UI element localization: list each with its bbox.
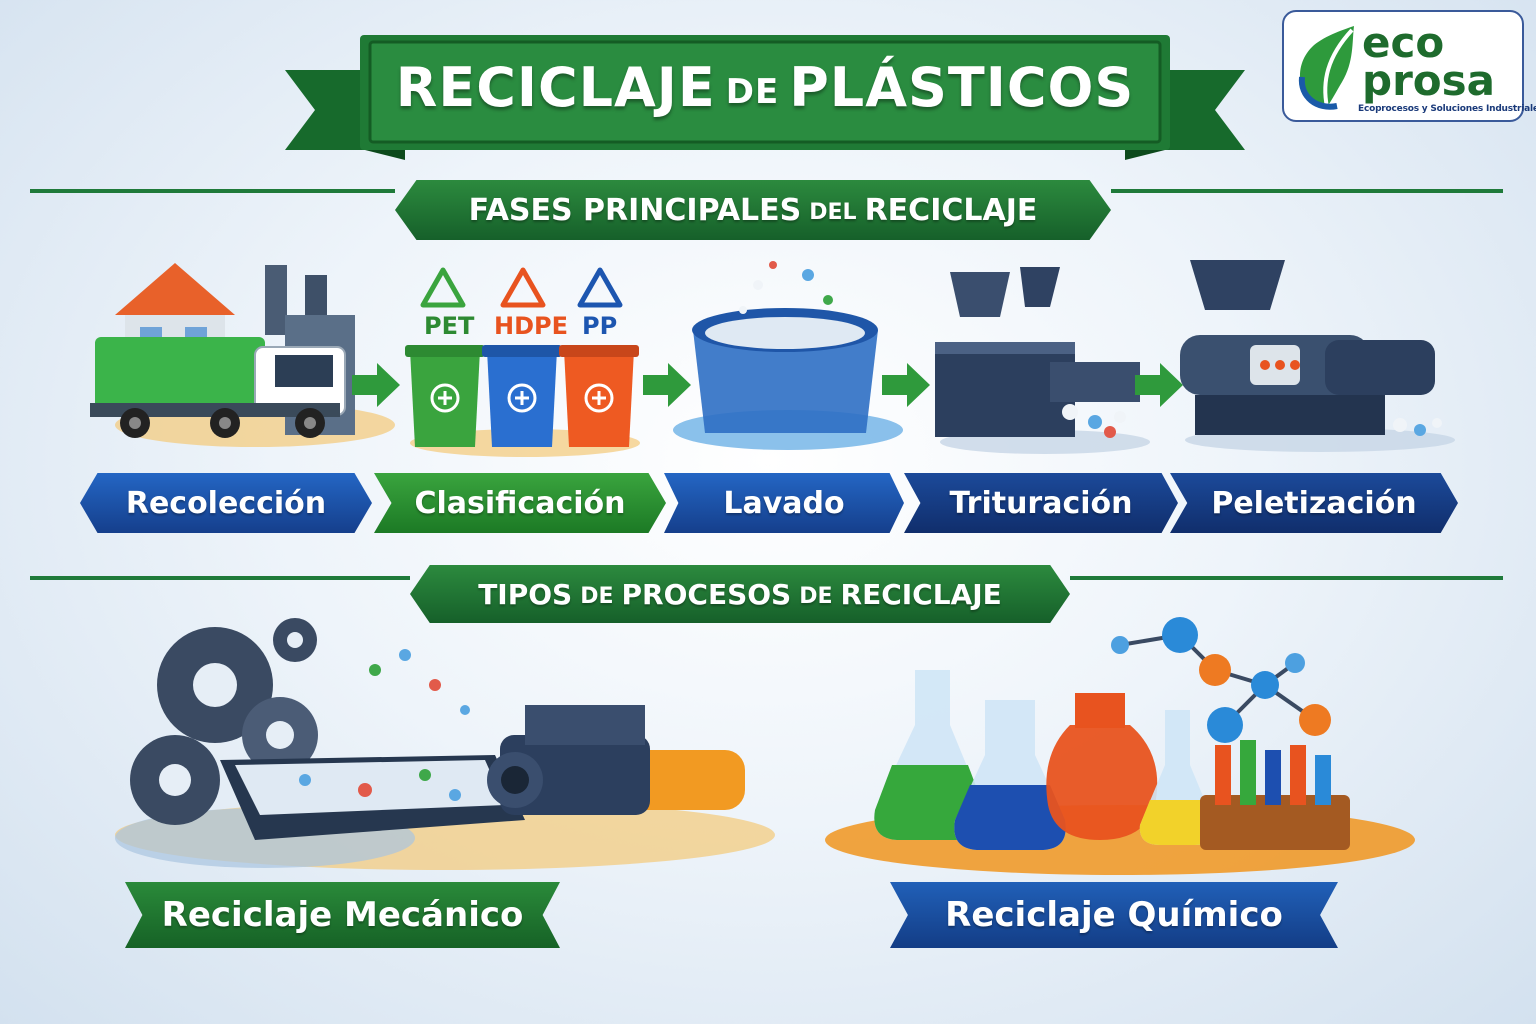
shredding-illustration — [935, 267, 1150, 454]
bin-label-hdpe: HDPE — [494, 312, 568, 340]
washing-illustration — [673, 261, 903, 450]
types-heading-part3: RECICLAJE — [840, 577, 1002, 611]
logo-word-eco: eco — [1362, 18, 1445, 67]
mechanical-recycling-label: Reciclaje Mecánico — [125, 882, 560, 948]
step-shredding: Trituración — [904, 473, 1178, 533]
divider-left — [30, 576, 410, 580]
title-word-2: PLÁSTICOS — [789, 56, 1135, 119]
types-heading-connector1: DE — [580, 583, 614, 609]
pelletizing-illustration — [1180, 260, 1455, 452]
divider-left — [30, 189, 395, 193]
title-connector: DE — [725, 71, 780, 112]
chemical-recycling-label: Reciclaje Químico — [890, 882, 1338, 948]
bin-label-pp: PP — [582, 312, 618, 340]
step-washing: Lavado — [664, 473, 904, 533]
gear-icon — [130, 618, 318, 825]
leaf-icon — [1298, 26, 1354, 110]
types-heading-part2: PROCESOS — [621, 577, 792, 611]
title-ribbon — [285, 35, 1245, 160]
molecule-icon — [1111, 617, 1331, 743]
types-heading-part1: TIPOS — [478, 577, 573, 611]
classification-illustration — [405, 267, 640, 457]
logo-word-prosa: prosa — [1362, 56, 1495, 105]
title-word-1: RECICLAJE — [395, 56, 716, 119]
ecoprosa-logo: eco prosa Ecoprocesos y Soluciones Indus… — [1282, 10, 1536, 122]
phases-heading-connector: DEL — [809, 199, 857, 225]
divider-right — [1111, 189, 1503, 193]
step-collection: Recolección — [80, 473, 372, 533]
collection-illustration — [90, 263, 395, 447]
types-heading: TIPOS DE PROCESOS DE RECICLAJE — [410, 565, 1070, 623]
arrow-right-icon — [882, 363, 930, 407]
arrow-right-icon — [1135, 363, 1183, 407]
phases-heading-part2: RECICLAJE — [864, 192, 1038, 228]
bin-label-pet: PET — [424, 312, 475, 340]
page-title: RECICLAJE DE PLÁSTICOS — [360, 40, 1170, 135]
logo-tagline: Ecoprocesos y Soluciones Industriales S.… — [1358, 104, 1536, 114]
step-classification: Clasificación — [374, 473, 666, 533]
phases-heading-part1: FASES PRINCIPALES — [468, 192, 802, 228]
arrow-right-icon — [352, 363, 400, 407]
types-heading-connector2: DE — [799, 583, 833, 609]
chemical-recycling-illustration — [825, 617, 1415, 875]
arrow-right-icon — [643, 363, 691, 407]
mechanical-recycling-illustration — [115, 618, 775, 870]
phases-heading: FASES PRINCIPALES DEL RECICLAJE — [395, 180, 1111, 240]
divider-right — [1070, 576, 1503, 580]
step-pelletizing: Peletización — [1170, 473, 1458, 533]
